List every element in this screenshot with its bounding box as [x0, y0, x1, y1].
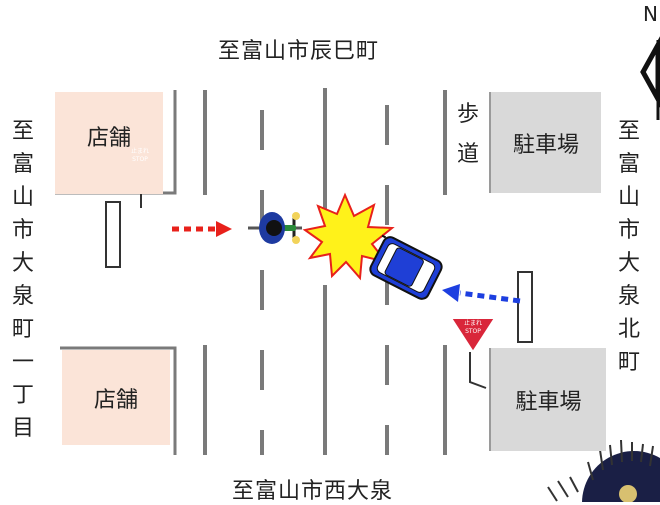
stop-sign-east-jp: 止まれ	[463, 320, 482, 327]
north-arrow-icon	[640, 36, 660, 120]
shop-bottom-left: 店舗	[62, 350, 170, 445]
parking-top-right-label: 駐車場	[512, 132, 579, 158]
parking-bottom-right: 駐車場	[489, 348, 606, 451]
stop-sign-west-jp: 止まれ	[130, 148, 149, 155]
compass-north-label: N	[643, 2, 659, 26]
crosswalk-east	[517, 271, 533, 343]
shop-bottom-left-label: 店舗	[93, 387, 138, 413]
east-road-label: 至富山市大泉北町	[617, 119, 640, 375]
parking-top-right: 駐車場	[489, 92, 601, 193]
stop-sign-pole-east	[469, 352, 487, 389]
motorcycle-icon	[248, 212, 302, 244]
sidewalk-label: 歩道	[456, 102, 479, 167]
blue-dotted-arrow-line	[459, 290, 521, 304]
stop-sign-west-en: STOP	[132, 156, 148, 163]
collision-burst-icon	[302, 192, 395, 281]
shop-top-left: 店舗	[55, 92, 163, 194]
blue-arrow-head	[442, 284, 460, 302]
stop-sign-east-en: STOP	[465, 328, 481, 335]
west-road-label: 至富山市大泉町一丁目	[11, 119, 34, 441]
corner-line-bottom-left	[60, 346, 177, 455]
red-arrow-head	[216, 221, 232, 237]
parking-bottom-right-label: 駐車場	[515, 389, 582, 415]
shop-top-left-label: 店舗	[86, 126, 131, 151]
crosswalk-west	[105, 201, 121, 268]
police-badge-icon	[547, 439, 660, 502]
stop-sign-east-text: 止まれ STOP	[454, 320, 492, 336]
stop-sign-west-text: 止まれ STOP	[121, 148, 159, 164]
stop-sign-east	[449, 317, 497, 354]
north-road-label: 至富山市辰巳町	[218, 39, 380, 64]
car-icon	[369, 234, 443, 300]
south-road-label: 至富山市西大泉	[232, 479, 394, 504]
